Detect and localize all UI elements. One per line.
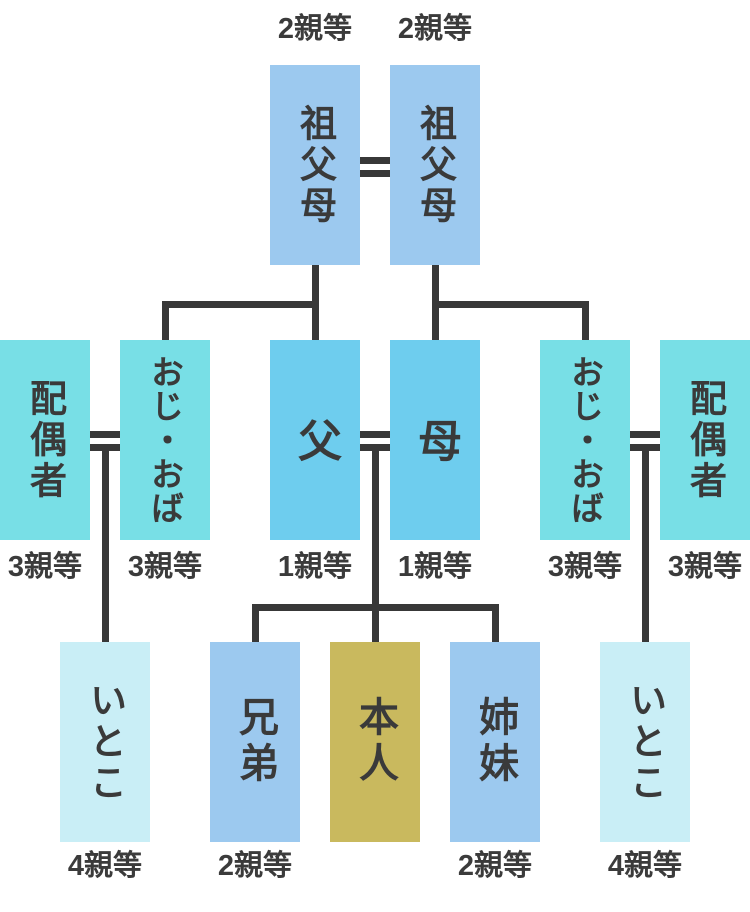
degree-label-sisters: 2親等 <box>457 850 533 882</box>
node-spouse-right: 配偶者 <box>660 340 750 540</box>
connector-to-sisters <box>492 604 499 642</box>
connector-to-cousin-right <box>642 450 649 642</box>
degree-label-father: 1親等 <box>277 551 353 583</box>
marriage-line-uncle-spouse-right <box>630 431 660 451</box>
node-label: 兄弟 <box>233 696 277 788</box>
node-self: 本人 <box>330 642 420 842</box>
marriage-line-spouse-uncle-left <box>90 431 120 451</box>
connector-sibling-bar <box>252 604 499 611</box>
connector-branch-right <box>432 301 589 308</box>
connector-to-brothers <box>252 604 259 642</box>
node-brothers: 兄弟 <box>210 642 300 842</box>
node-label: 姉妹 <box>473 696 517 788</box>
marriage-line-father-mother <box>360 431 390 451</box>
node-cousin-left: いとこ <box>60 642 150 842</box>
node-label: いとこ <box>624 680 666 804</box>
node-sisters: 姉妹 <box>450 642 540 842</box>
connector-branch-left <box>162 301 319 308</box>
node-label: 配偶者 <box>684 378 726 502</box>
node-grandparents-left: 祖父母 <box>270 65 360 265</box>
node-label: いとこ <box>84 680 126 804</box>
node-label: おじ・おば <box>146 355 184 525</box>
degree-label-uncle-aunt-left: 3親等 <box>127 551 203 583</box>
degree-label-grandparents-left: 2親等 <box>277 13 353 45</box>
node-label: 本人 <box>353 696 397 788</box>
connector-to-uncle-aunt-right <box>582 301 589 340</box>
marriage-line-grandparents <box>360 157 390 177</box>
node-label: 祖父母 <box>294 103 336 227</box>
connector-to-cousin-left <box>102 450 109 642</box>
node-cousin-right: いとこ <box>600 642 690 842</box>
node-uncle-aunt-left: おじ・おば <box>120 340 210 540</box>
node-label: 配偶者 <box>24 378 66 502</box>
connector-to-uncle-aunt-left <box>162 301 169 340</box>
degree-label-grandparents-right: 2親等 <box>397 13 473 45</box>
degree-label-cousin-right: 4親等 <box>607 850 683 882</box>
node-mother: 母 <box>390 340 480 540</box>
degree-label-mother: 1親等 <box>397 551 473 583</box>
node-label: 祖父母 <box>414 103 456 227</box>
degree-label-uncle-aunt-right: 3親等 <box>547 551 623 583</box>
node-father: 父 <box>270 340 360 540</box>
degree-label-cousin-left: 4親等 <box>67 850 143 882</box>
node-uncle-aunt-right: おじ・おば <box>540 340 630 540</box>
node-spouse-left: 配偶者 <box>0 340 90 540</box>
degree-label-spouse-left: 3親等 <box>7 551 83 583</box>
node-label: おじ・おば <box>566 355 604 525</box>
node-grandparents-right: 祖父母 <box>390 65 480 265</box>
degree-label-brothers: 2親等 <box>217 850 293 882</box>
degree-label-spouse-right: 3親等 <box>667 551 743 583</box>
connector-to-self <box>372 450 379 642</box>
node-label: 母 <box>411 418 460 462</box>
node-label: 父 <box>291 418 340 462</box>
